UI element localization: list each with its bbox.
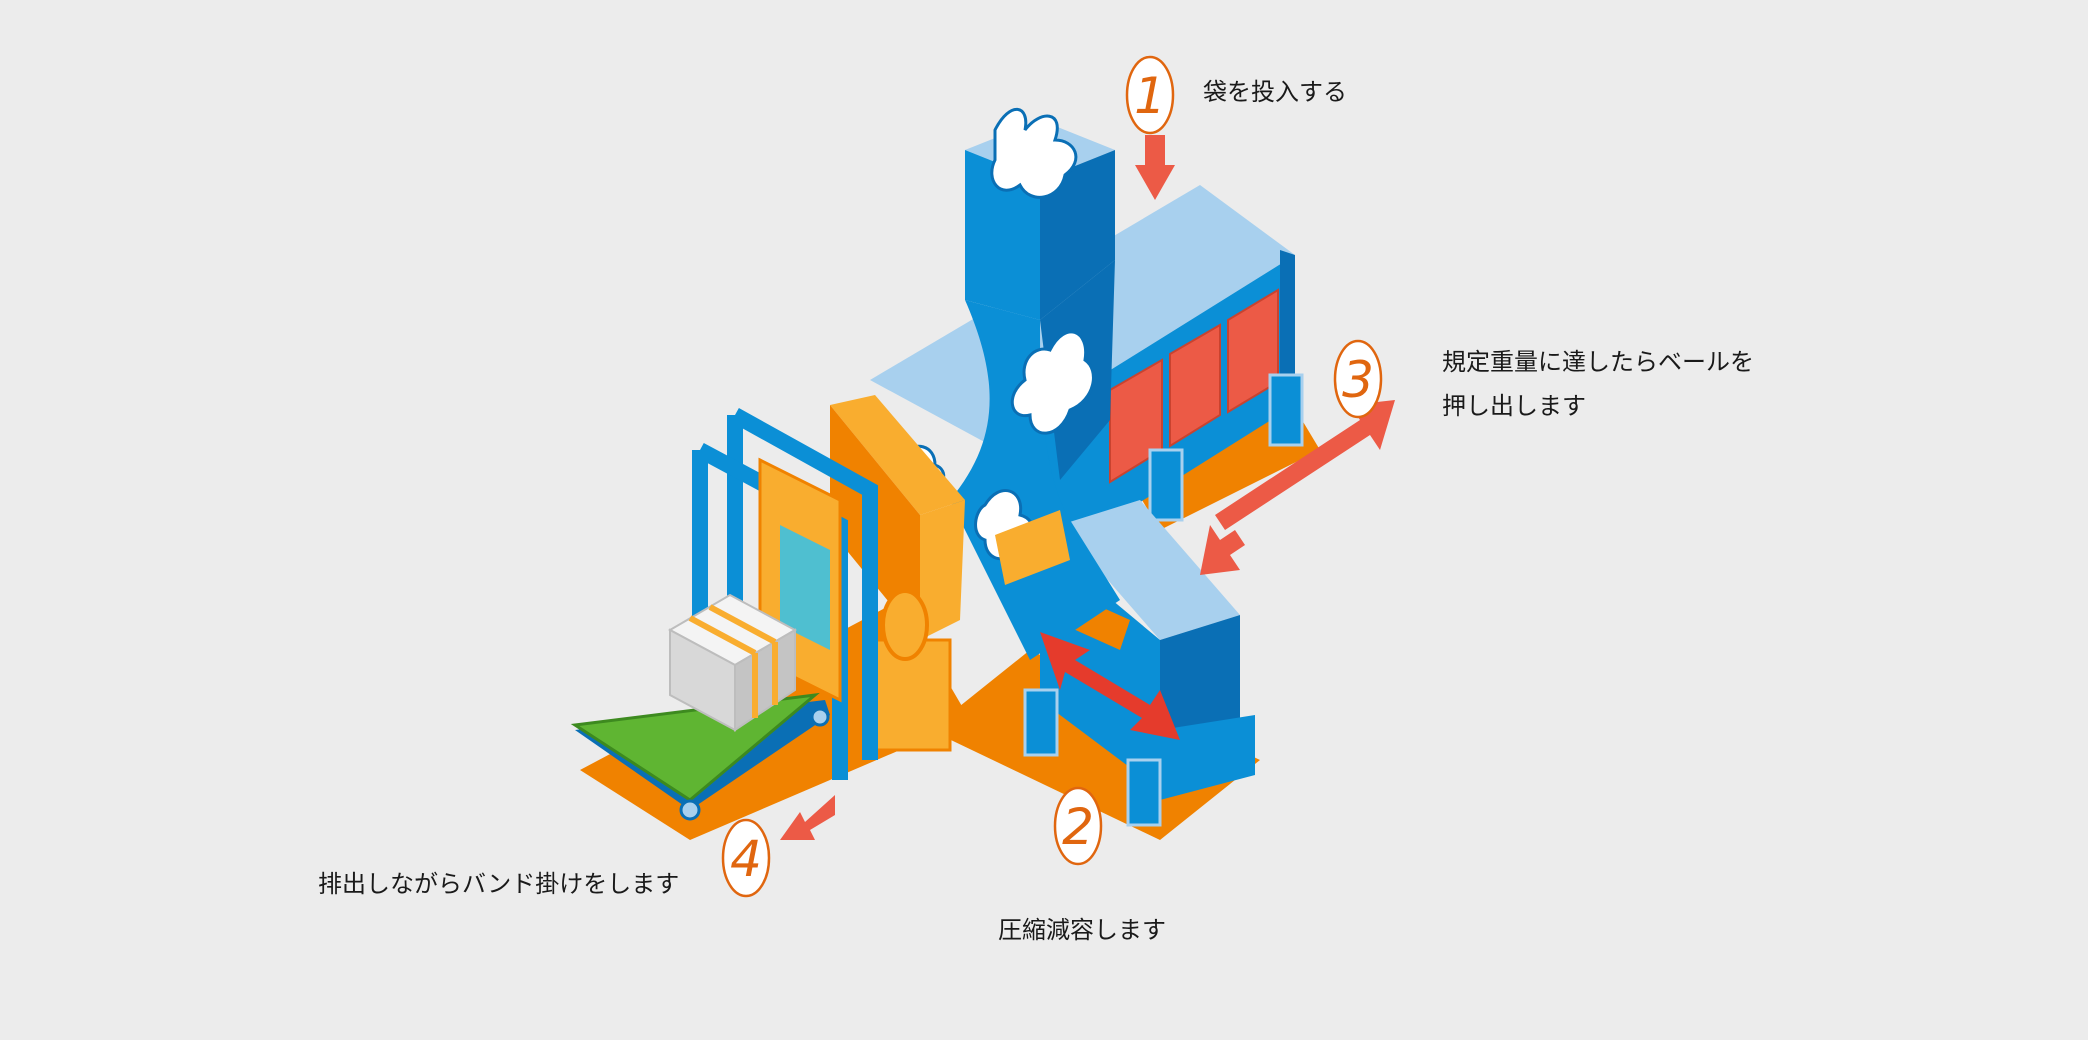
step-1-badge: 1 — [1125, 55, 1175, 135]
step-1-number: 1 — [1134, 67, 1166, 125]
step-4-label-line-1: 排出しながらバンド掛けをします — [318, 870, 680, 898]
step-2-label: 圧縮減容します — [998, 908, 1166, 952]
conveyor — [570, 692, 830, 821]
step-4-label: 排出しながらバンド掛けをします — [318, 862, 679, 906]
step-3-badge: 3 — [1333, 339, 1383, 419]
step-1-arrow — [1135, 135, 1175, 200]
step-4-badge: 4 — [721, 818, 771, 898]
step-3-label-line-2: 押し出します — [1442, 392, 1586, 420]
step-3-number: 3 — [1342, 351, 1374, 409]
step-3-label-line-1: 規定重量に達したらベールを — [1442, 348, 1754, 376]
step-2-number: 2 — [1062, 798, 1094, 856]
step-3-arrow — [1200, 400, 1395, 575]
step-1-label-line-1: 袋を投入する — [1203, 78, 1347, 106]
step-2-label-line-1: 圧縮減容します — [998, 916, 1166, 944]
step-4-arrow — [780, 795, 835, 840]
red-side-panels — [1109, 288, 1279, 484]
step-4-number: 4 — [730, 830, 762, 888]
step-1-label: 袋を投入する — [1203, 70, 1347, 114]
step-2-arrow — [1040, 632, 1180, 740]
step-3-label: 規定重量に達したらベールを 押し出します — [1442, 340, 1754, 428]
support-legs — [1148, 373, 1304, 522]
bale — [667, 593, 798, 732]
step-2-badge: 2 — [1053, 786, 1103, 866]
